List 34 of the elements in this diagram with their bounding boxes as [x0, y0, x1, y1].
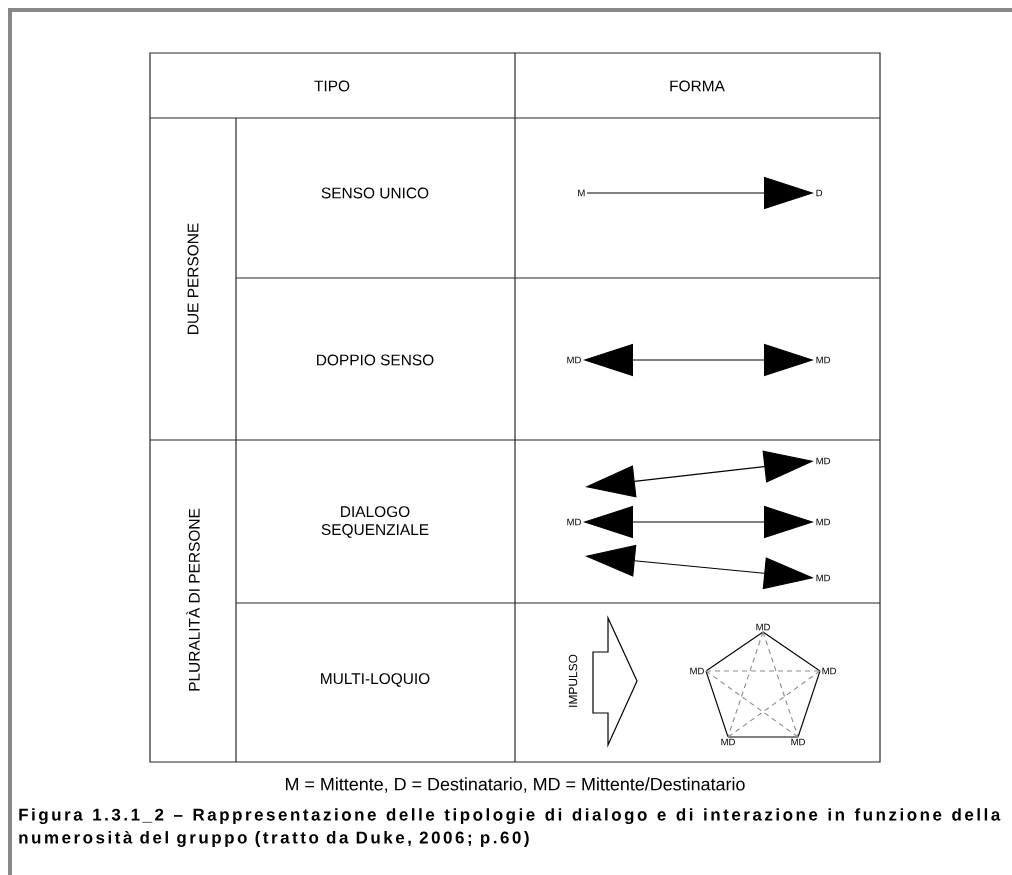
line	[727, 736, 799, 738]
dashed-line	[705, 670, 821, 672]
table-cell: PLURALITÀ DI PERSONE	[186, 508, 200, 691]
end-label: MD	[816, 356, 830, 364]
dashed-line	[762, 631, 799, 738]
table-cell: DOPPIO SENSO	[317, 354, 434, 366]
end-label: M	[578, 189, 585, 197]
line	[705, 631, 764, 672]
end-label: MD	[721, 738, 735, 746]
end-label: MD	[567, 518, 581, 526]
dashed-line	[727, 670, 821, 738]
caption: Figura 1.3.1_2 – Rappresentazione delle tipologie di dialogo e di interazione in funzione della numerosità del gruppo (tratto da Duke, 2006; p.60)	[19, 808, 1001, 847]
end-label: MD	[791, 738, 805, 746]
end-label: MD	[816, 518, 830, 526]
end-label: MD	[816, 574, 830, 582]
table-cell: DIALOGO SEQUENZIALE	[321, 506, 429, 538]
end-label: MD	[690, 667, 704, 675]
end-label: MD	[756, 623, 770, 631]
line	[705, 670, 729, 738]
table-cell: MULTI-LOQUIO	[321, 673, 430, 687]
table-cell: DUE PERSONE	[187, 223, 199, 334]
end-label: MD	[822, 667, 836, 675]
line	[797, 670, 821, 738]
dashed-line	[727, 631, 764, 738]
legend-text: M = Mittente, D = Destinatario, MD = Mittente/Destinatario	[286, 777, 745, 793]
header-cell: FORMA	[670, 80, 725, 92]
end-label: D	[816, 189, 823, 197]
header-cell: TIPO	[314, 80, 350, 92]
line	[762, 631, 821, 672]
dashed-line	[705, 670, 799, 738]
table-cell: SENSO UNICO	[321, 187, 429, 199]
end-label: MD	[816, 457, 830, 465]
node-label: IMPULSO	[568, 654, 578, 707]
end-label: MD	[567, 356, 581, 364]
